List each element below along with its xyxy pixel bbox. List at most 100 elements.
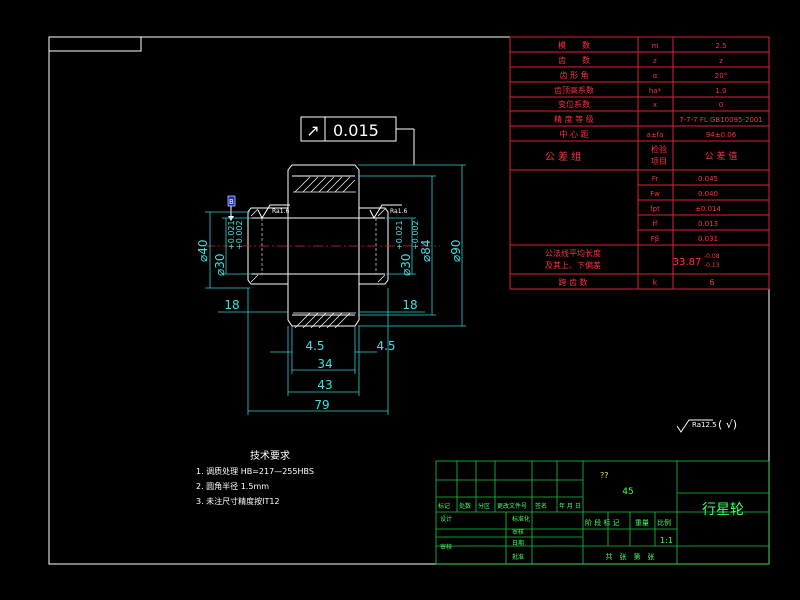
tolerance-value: 0.045 [698,175,718,183]
span-count-sym: k [653,278,658,287]
tech-req-item-2: 2. 圆角半径 1.5mm [196,481,269,491]
tolerance-symbol: Fr [652,175,659,183]
sheets: 共 张 第 张 [606,552,655,561]
row-standardize: 标准化 [512,515,530,523]
dim-79: 79 [314,398,329,412]
title-q1: ?? [600,471,609,480]
param-value: 7-7-7 FL GB10095-2001 [679,116,763,124]
param-symbol: ha* [649,87,662,95]
param-name: 齿 数 [558,55,590,65]
tech-req-item-3: 3. 未注尺寸精度按IT12 [196,496,280,506]
dim-bore-left: ⌀30 [213,254,227,277]
tolerance-value: 0.013 [698,220,718,228]
title-header-cell: 分区 [478,502,490,510]
tolerance-group-label: 公 差 组 [545,150,581,163]
scale-label: 比例 [657,518,671,527]
param-name: 齿顶高系数 [554,85,594,95]
corner-box [48,36,142,52]
title-header-cell: 更改文件号 [497,502,527,510]
runout-value: 0.015 [333,121,379,140]
gear-parameter-table: 模 数 m 2.5 齿 数 z z 齿 形 角 α 20° 齿顶高系数 ha* 1.0 变位系数 x 0 精 … [509,36,770,290]
dim-bore-left-tol: +0.021 [227,220,236,250]
param-name: 中 心 距 [559,129,588,139]
scale-value: 1:1 [660,536,673,545]
tolerance-symbol: Fβ [651,235,660,243]
tolerance-value: 0.040 [698,190,718,198]
stage-label: 阶 段 标 记 [585,518,620,527]
param-symbol: z [653,57,657,65]
check-item-label-1: 检验 [651,144,667,154]
param-symbol: a±fa [647,131,664,139]
title-header-cell: 标记 [438,502,450,510]
title-header-cell: 年 月 日 [559,502,581,510]
span-count-val: 6 [709,278,714,287]
runout-icon: ↗ [306,121,319,140]
dim-45-left: 4.5 [305,339,324,353]
title-block [435,460,770,565]
general-roughness-value: Ra12.5 [692,421,717,429]
row-date: 日期 [512,539,524,547]
span-label-2: 及其上、下偏差 [545,260,601,270]
param-symbol: m [652,42,659,50]
param-symbol: α [653,72,658,80]
span-upper: -0.08 [704,253,720,260]
param-value: 94±0.06 [706,131,737,139]
dim-43: 43 [317,378,332,392]
tolerance-value: ±0.014 [695,205,721,213]
planet-gear-section [205,164,440,329]
tech-req-title: 技术要求 [250,449,290,462]
datum-label: B [229,198,234,206]
row-design: 设计 [440,515,452,523]
check-item-label-2: 项目 [651,157,667,166]
param-name: 齿 形 角 [559,70,588,80]
param-value: z [719,57,723,65]
tolerance-symbol: fpt [650,205,660,213]
span-lower: -0.13 [704,262,720,269]
tech-req-item-1: 1. 调质处理 HB=217—255HBS [196,466,314,476]
dim-d84: ⌀84 [419,240,433,263]
dim-bore-right: ⌀30 [399,254,413,277]
roughness-right: Ra1.6 [369,204,407,220]
param-value: 2.5 [715,42,726,50]
tolerance-value-label: 公 差 值 [705,150,738,162]
param-value: 20° [715,72,727,80]
weight-label: 重量 [635,519,649,527]
roughness-left: Ra1.6 [257,204,290,220]
param-name: 精 度 等 级 [554,114,594,124]
span-value: 33.87 [673,257,702,268]
roughness-right-value: Ra1.6 [390,208,407,215]
row-approve: 批准 [512,553,524,561]
span-count-label: 跨 齿 数 [558,277,587,287]
tolerance-symbol: ff [653,220,658,228]
dim-45-right: 4.5 [376,339,395,353]
drawing-border [48,36,770,565]
row-review: 审核 [440,543,452,551]
general-roughness-paren: ( √) [718,418,737,431]
dim-bore-left-tol2: +0.002 [235,220,244,250]
param-symbol: x [653,101,657,109]
tolerance-value: 0.031 [698,235,718,243]
title-header-cell: 签名 [535,502,547,510]
param-value: 1.0 [715,87,726,95]
row-check: 审核 [512,528,524,536]
span-label-1: 公法线平均长度 [545,248,601,258]
dim-18-right: 18 [402,298,417,312]
title-header-cell: 处数 [459,502,471,510]
part-name: 行星轮 [702,502,744,518]
param-name: 变位系数 [558,99,590,109]
param-name: 模 数 [558,40,590,50]
datum-triangle [228,216,234,221]
dimension-lines [205,164,466,415]
tolerance-symbol: Fw [650,190,660,198]
dim-18-left: 18 [224,298,239,312]
material: 45 [622,487,633,497]
dim-d90: ⌀90 [449,240,463,263]
param-value: 0 [719,101,723,109]
dim-34: 34 [317,357,332,371]
technical-requirements: 技术要求 1. 调质处理 HB=217—255HBS 2. 圆角半径 1.5mm… [196,449,314,506]
dim-outer-left: ⌀40 [196,240,210,263]
runout-tolerance-frame: ↗ 0.015 [300,116,415,165]
dim-bore-right-tol: +0.021 [395,220,404,250]
dim-bore-right-tol2: +0.002 [411,220,420,250]
